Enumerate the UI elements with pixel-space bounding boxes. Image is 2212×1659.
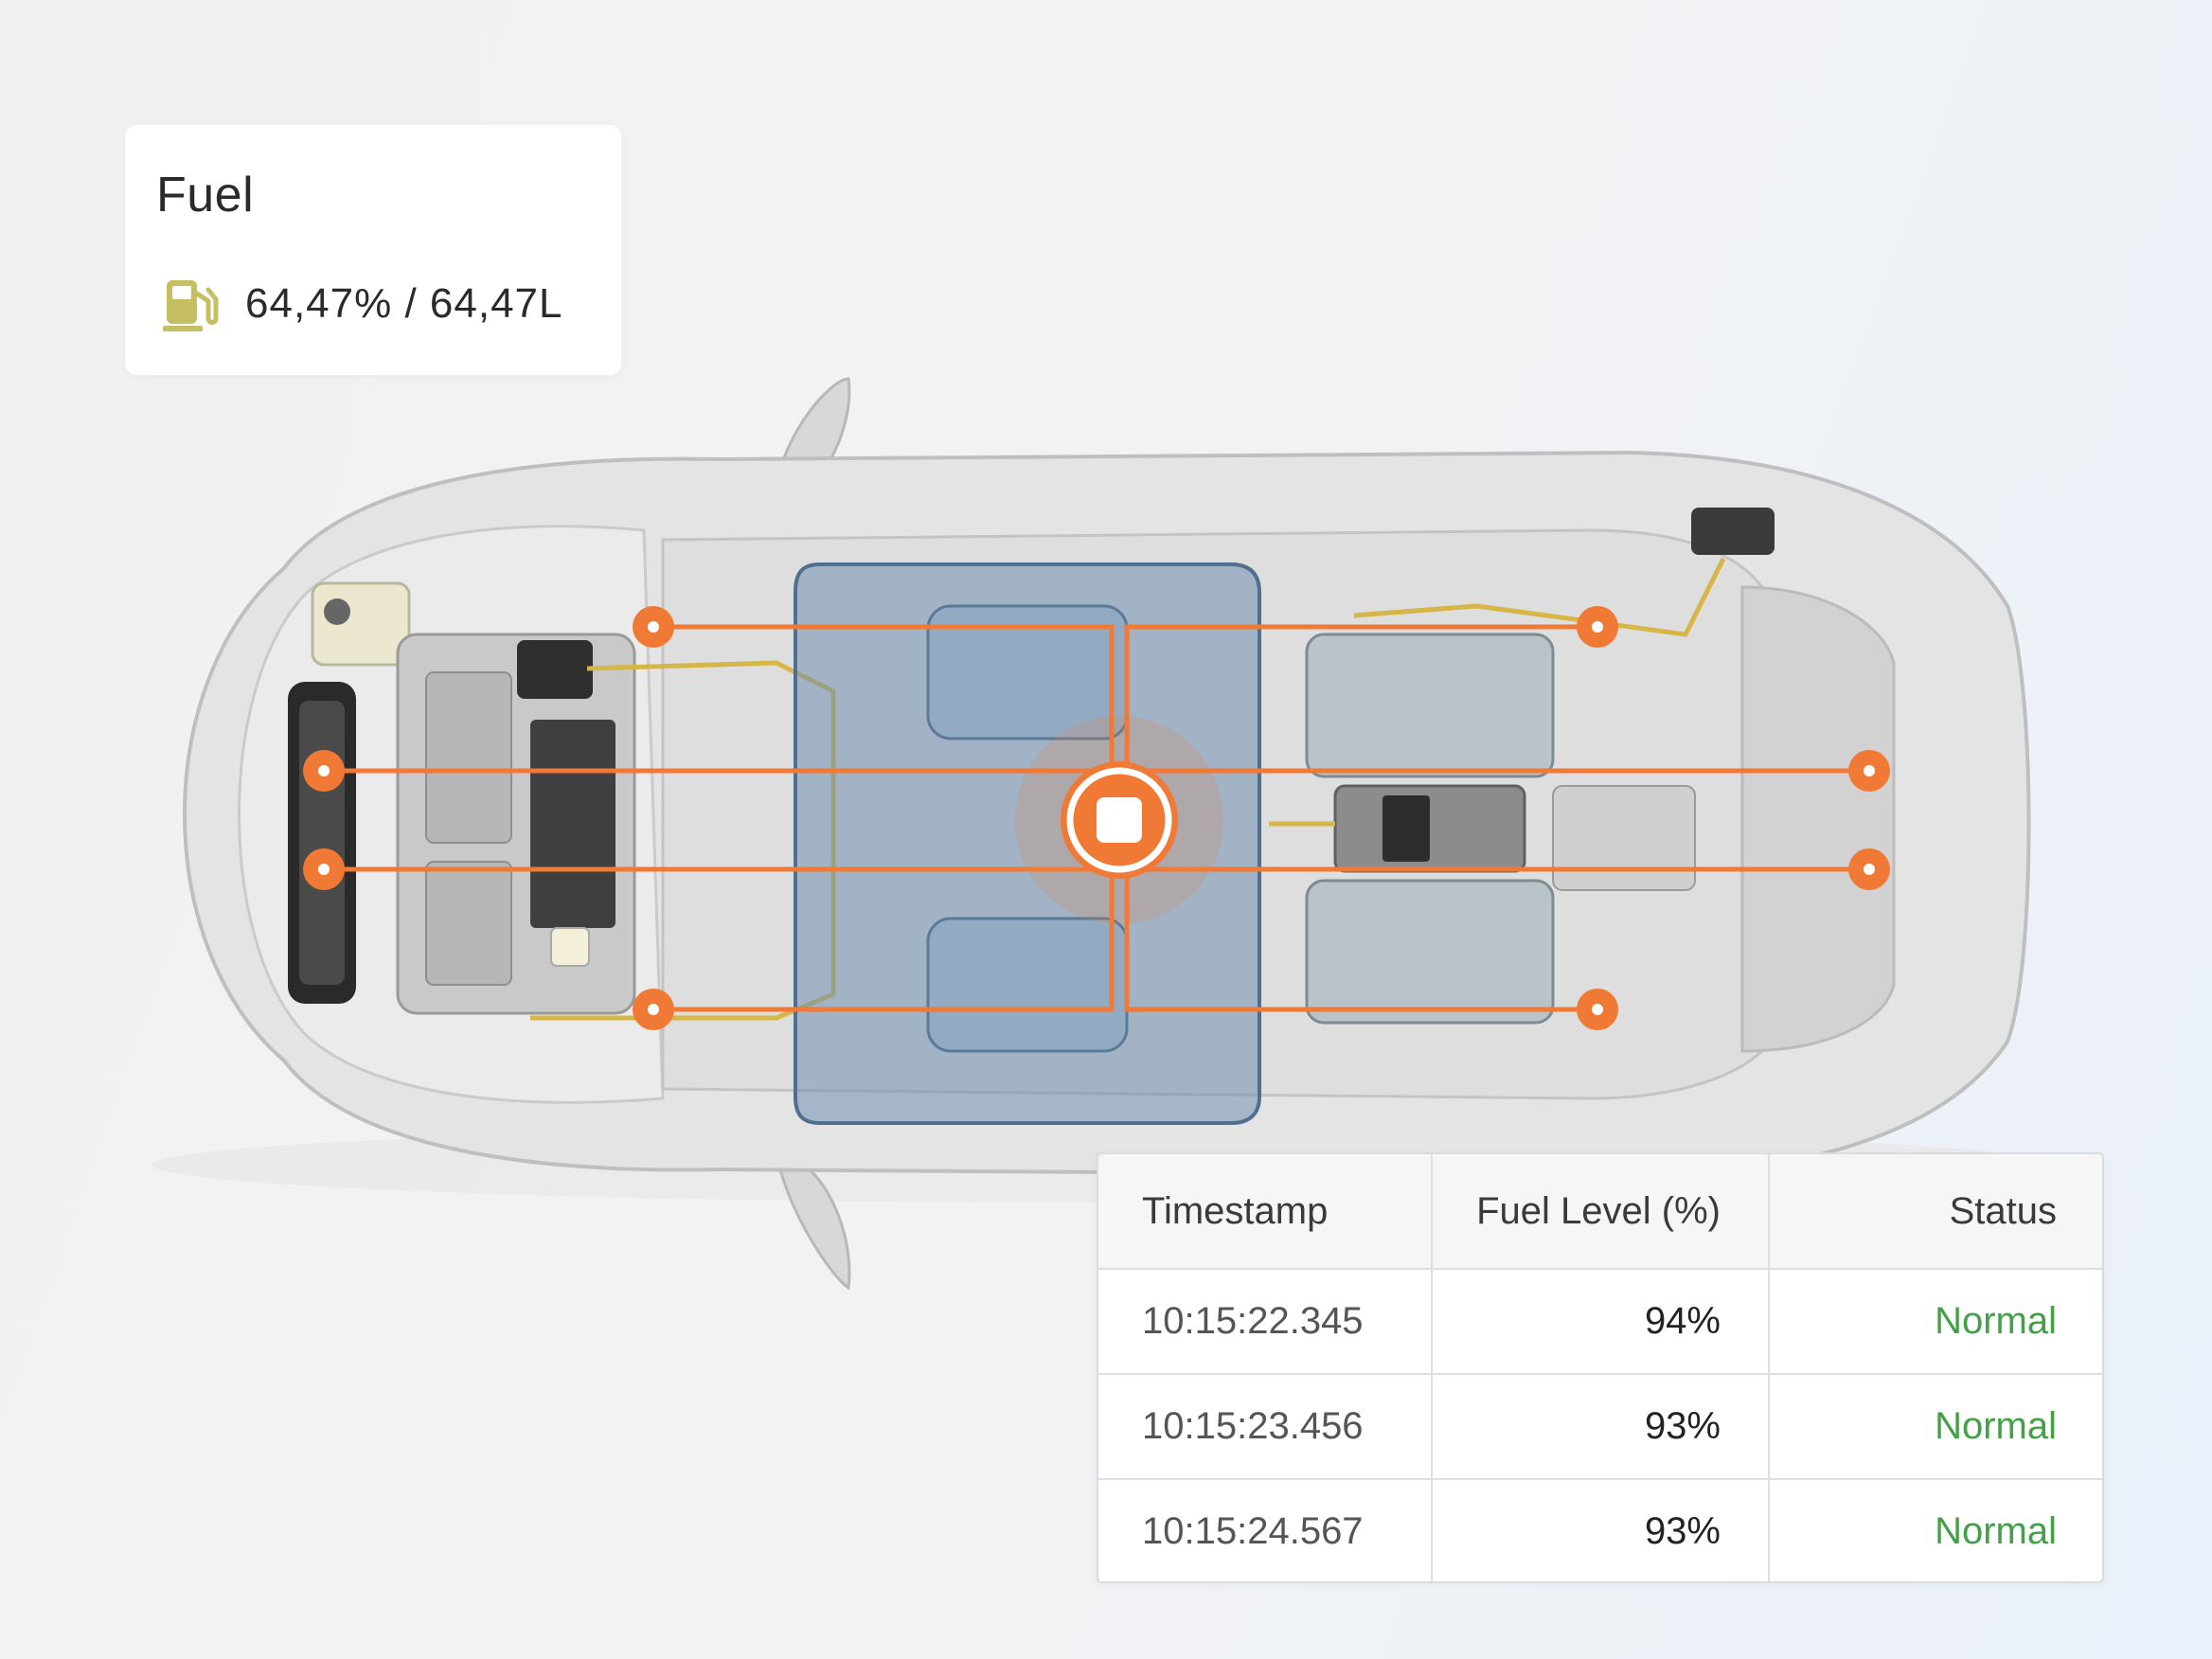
battery-pack (794, 562, 1261, 1125)
fuel-reading: 64,47% / 64,47L (161, 273, 562, 335)
header-timestamp[interactable]: Timestamp (1098, 1154, 1433, 1268)
cell-status: Normal (1935, 1510, 2057, 1552)
cell-fuel-level: 93% (1433, 1375, 1770, 1478)
fuel-filler (1691, 508, 1775, 555)
sensor-node-rear-mid-upper[interactable] (1848, 750, 1890, 792)
sensor-node-front-top[interactable] (633, 606, 674, 648)
fuel-title: Fuel (156, 168, 255, 223)
rear-tank-bottom (1305, 879, 1555, 1025)
sensor-node-rear-top[interactable] (1577, 606, 1618, 648)
central-hub-icon[interactable] (1061, 761, 1178, 879)
table-row[interactable]: 10:15:24.567 93% Normal (1098, 1480, 2102, 1581)
table-row[interactable]: 10:15:22.345 94% Normal (1098, 1270, 2102, 1375)
sensor-node-front-bottom[interactable] (633, 989, 674, 1030)
sensor-node-rear-bottom[interactable] (1577, 989, 1618, 1030)
header-status[interactable]: Status (1949, 1189, 2057, 1232)
cell-timestamp: 10:15:23.456 (1098, 1375, 1433, 1478)
sensor-node-front-mid-lower[interactable] (303, 848, 345, 890)
table-row[interactable]: 10:15:23.456 93% Normal (1098, 1375, 2102, 1480)
sensor-node-rear-mid-lower[interactable] (1848, 848, 1890, 890)
rear-tank-top (1305, 633, 1555, 778)
table-header-row: Timestamp Fuel Level (%) Status (1098, 1154, 2102, 1270)
cell-fuel-level: 94% (1433, 1270, 1770, 1373)
cell-status: Normal (1935, 1300, 2057, 1342)
cell-status: Normal (1935, 1405, 2057, 1447)
coolant-reservoir (311, 581, 411, 667)
cell-timestamp: 10:15:22.345 (1098, 1270, 1433, 1373)
fuel-value: 64,47% / 64,47L (245, 280, 563, 327)
cell-fuel-level: 93% (1433, 1480, 1770, 1581)
mirror-bottom (772, 1142, 851, 1291)
cell-timestamp: 10:15:24.567 (1098, 1480, 1433, 1581)
fuel-log-table: Timestamp Fuel Level (%) Status 10:15:22… (1097, 1152, 2104, 1583)
header-fuel-level[interactable]: Fuel Level (%) (1433, 1154, 1770, 1268)
sensor-node-front-mid-upper[interactable] (303, 750, 345, 792)
fuel-pump-icon (163, 280, 219, 331)
fuel-card: Fuel 64,47% / 64,47L (125, 125, 621, 375)
